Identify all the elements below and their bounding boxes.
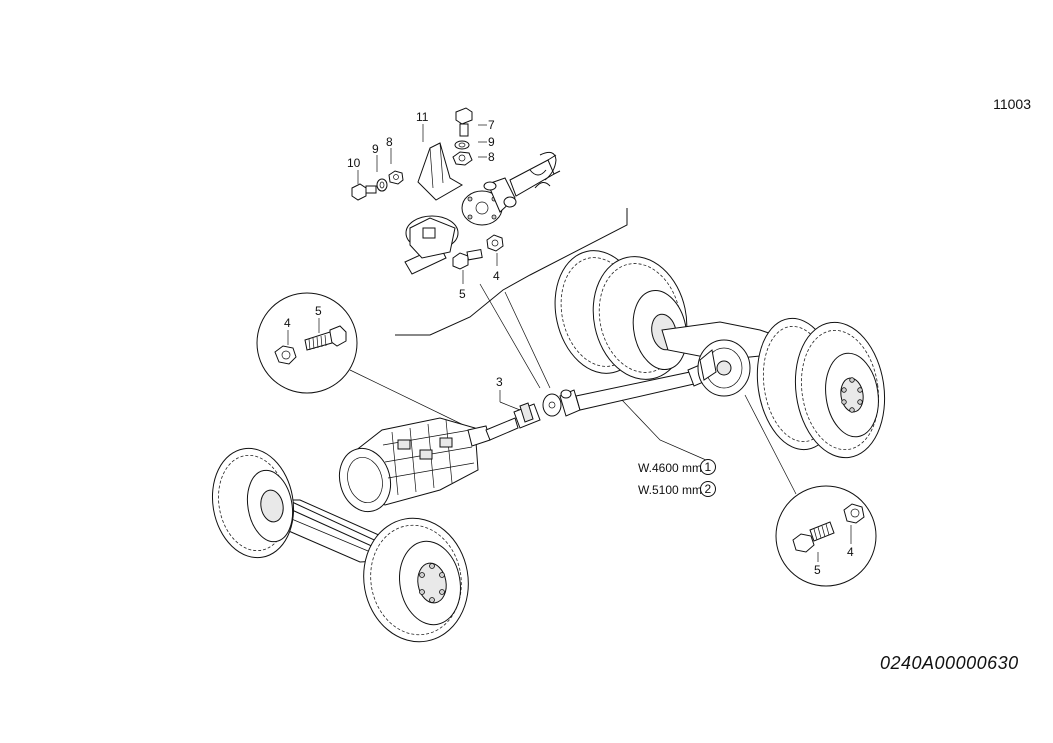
callout-7: 7 [488, 118, 495, 132]
variant-1-number: 1 [705, 460, 712, 474]
callout-8-left: 8 [386, 135, 393, 149]
callout-9-left: 9 [372, 142, 379, 156]
left-bolt-detail: 4 5 [256, 292, 479, 433]
callout-8-right: 8 [488, 150, 495, 164]
callout-5-right: 5 [814, 563, 821, 577]
callout-5-inset: 5 [459, 287, 466, 301]
variant-2-number: 2 [705, 482, 712, 496]
callout-11: 11 [416, 110, 429, 124]
variant-row-1: W.4600 mm 1 [638, 459, 716, 475]
drawing-number: 0240A00000630 [880, 653, 1019, 673]
gearbox [338, 417, 491, 513]
figure-code: 11003 [993, 96, 1031, 112]
callout-3: 3 [496, 375, 503, 389]
center-bearing-detail: 11 7 9 8 10 9 8 5 4 [347, 107, 628, 389]
callout-4-right: 4 [847, 545, 854, 559]
variant-row-2: W.5100 mm 2 [638, 481, 716, 497]
variant-2-length: W.5100 mm [638, 483, 702, 497]
callout-5-left: 5 [315, 304, 322, 318]
front-axle-assembly [211, 447, 469, 643]
callout-4-left: 4 [284, 316, 291, 330]
rear-axle-assembly [554, 250, 886, 459]
variant-1-length: W.4600 mm [638, 461, 702, 475]
callout-4-inset: 4 [493, 269, 500, 283]
callout-9-right: 9 [488, 135, 495, 149]
length-variants: W.4600 mm 1 W.5100 mm 2 [638, 459, 716, 497]
propeller-shaft: 3 [485, 363, 709, 461]
right-bolt-detail: 5 4 [744, 394, 877, 587]
callout-10: 10 [347, 156, 361, 170]
